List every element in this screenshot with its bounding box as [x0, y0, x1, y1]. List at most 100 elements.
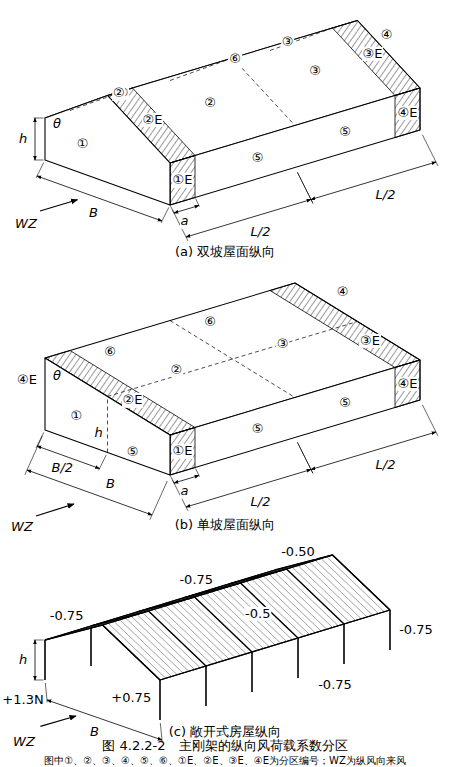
extension-line [36, 432, 44, 448]
dimension-label: θ [52, 117, 62, 131]
extension-line [161, 207, 169, 223]
extension-line [297, 442, 313, 473]
rafter [103, 625, 161, 680]
zone-number: ② [203, 96, 217, 110]
side-wall [170, 360, 420, 475]
roof-sheeting [120, 620, 178, 675]
zone-number: ③E [359, 333, 381, 347]
zone-number: ③ [281, 35, 295, 49]
dimension-line [186, 470, 311, 508]
dimension-line [311, 162, 436, 200]
zone-number: ④ [336, 285, 350, 299]
roof-sheeting [108, 623, 166, 678]
zone-boundary [107, 397, 108, 453]
roof-sheeting [310, 562, 368, 617]
column [343, 624, 345, 664]
extension-line [150, 481, 167, 520]
dimension-line [174, 476, 199, 484]
subfigure-caption: (a) 双坡屋面纵向 [174, 245, 276, 259]
column [205, 666, 207, 706]
roof-sheeting [200, 595, 258, 650]
rafter [287, 569, 345, 624]
roof-sheeting [143, 613, 201, 668]
zone-boundary [170, 321, 295, 398]
coefficient-label: -0.75 [49, 608, 85, 622]
gable-wall [45, 96, 170, 206]
coefficient-label: -0.75 [178, 573, 214, 587]
zone-number: ②E [142, 113, 164, 127]
extension-line [297, 172, 313, 203]
dimension-label: h [18, 653, 28, 667]
zone-number: ④E [16, 373, 38, 387]
roof-sheeting [235, 585, 293, 640]
subfigure-caption: (b) 单坡屋面纵向 [174, 518, 277, 532]
zone-number: ⑤ [338, 395, 352, 409]
zone-number: ①E [172, 444, 194, 458]
dimension-label: B [88, 205, 99, 219]
zone-boundary [233, 58, 296, 126]
end-wall [45, 358, 170, 475]
dimension-line [186, 200, 311, 238]
roof-sheeting [149, 611, 207, 666]
dimension-label: L/2 [250, 495, 272, 509]
zone-boundary [108, 322, 358, 397]
extension-line [36, 162, 44, 178]
zone-number: ① [69, 409, 83, 423]
roof-sheeting [281, 571, 339, 626]
coefficient-label: -0.5 [244, 607, 271, 621]
column [159, 680, 161, 720]
extension-line [422, 405, 438, 436]
zone-number: ② [112, 86, 126, 100]
dimension-label: θ [52, 369, 62, 383]
roof-sheeting [189, 599, 247, 654]
column [44, 640, 46, 680]
dimension-line [35, 118, 36, 160]
zone-number: ① [76, 136, 90, 150]
extension-line [25, 436, 42, 475]
eave-line [160, 610, 390, 680]
roof-sheeting [292, 567, 350, 622]
wind-arrow [36, 504, 74, 516]
roof-sheeting [229, 587, 287, 642]
zone-number: ②E [122, 393, 144, 407]
zone-number: ③ [276, 337, 290, 351]
dimension-label: B [89, 725, 100, 739]
zone-number: ⑥ [203, 315, 217, 329]
roof-sheeting [327, 557, 385, 612]
coefficient-label: -0.50 [280, 544, 316, 558]
roof-sheeting [264, 576, 322, 631]
dimension-label: L/2 [250, 225, 272, 239]
extension-line [297, 442, 313, 473]
hatched-zone [170, 428, 195, 476]
roof-sheeting [183, 601, 241, 656]
roof-sheeting [160, 608, 218, 663]
roof-sheeting [298, 566, 356, 621]
drawing-group [25, 21, 438, 743]
hatched-zone [395, 360, 420, 408]
dimension-label: WZ [14, 217, 38, 231]
zone-number: ② [169, 363, 183, 377]
dimension-label: h [93, 425, 103, 439]
extension-line [45, 683, 47, 702]
figure-note: 图中①、②、③、④、⑤、⑥、①E、②E、③E、④E为分区编号；WZ为纵风向来风 [43, 755, 407, 766]
dimension-line [311, 432, 436, 470]
column [389, 610, 391, 650]
hatched-zone [333, 21, 421, 96]
roof-sheeting [177, 602, 235, 657]
roof-sheeting [269, 574, 327, 629]
zone-number: ①E [172, 173, 194, 187]
coefficient-label: +0.75 [110, 691, 152, 705]
figure-caption: 图 4.2.2-2 主刚架的纵向风荷载系数分区 [101, 739, 348, 753]
column [90, 626, 92, 666]
roof-sheeting [126, 618, 184, 673]
extension-line [99, 455, 107, 471]
dimension-line [37, 176, 162, 221]
ridge-line [103, 555, 333, 625]
roof-slope [103, 555, 391, 680]
roof-sheeting [172, 604, 230, 659]
wind-arrow [40, 716, 76, 726]
dimension-label: B/2 [50, 461, 74, 475]
roof-sheeting [195, 597, 253, 652]
